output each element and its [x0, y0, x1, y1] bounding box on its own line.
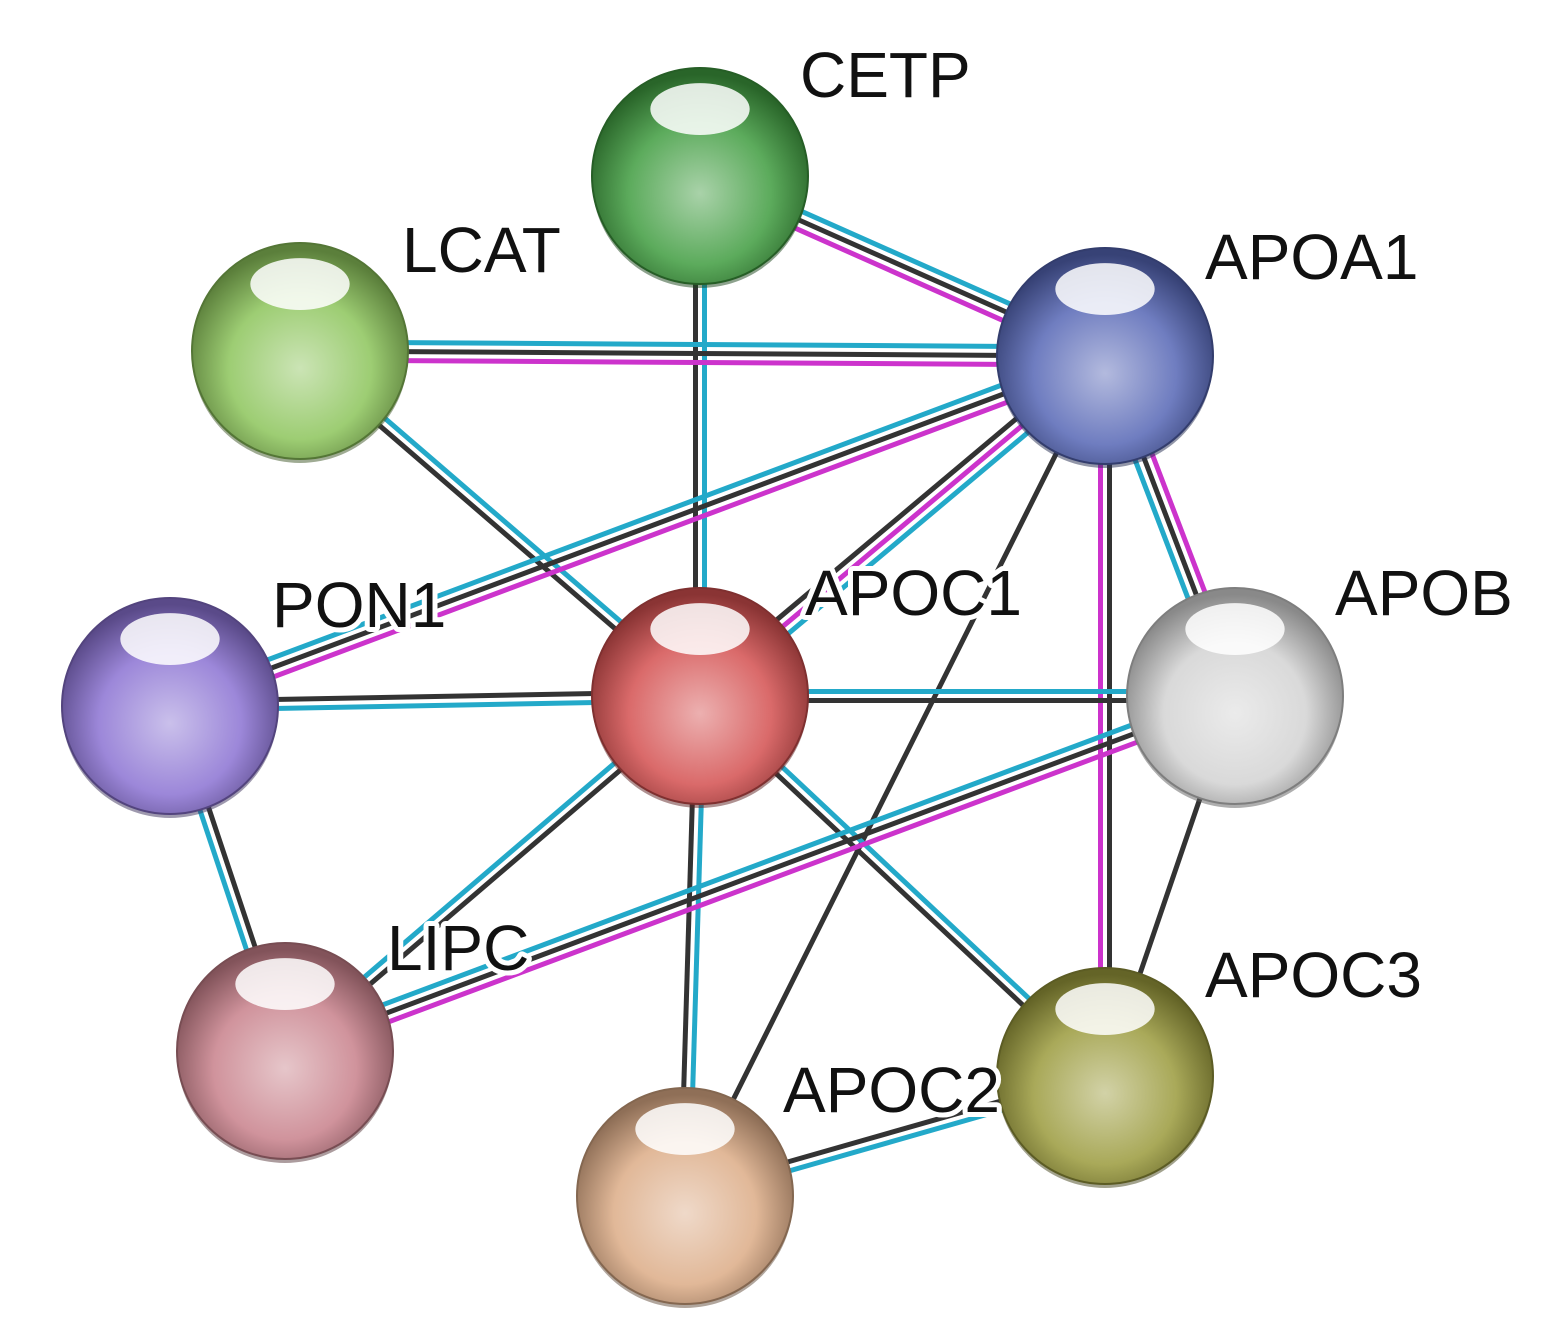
edge-line-magenta — [287, 702, 1240, 1062]
node-apoc2[interactable] — [576, 1087, 794, 1308]
edge-apoa1-pon1 — [165, 345, 1110, 717]
edge-line-cyan — [165, 345, 1103, 700]
label-apoa1: APOA1 — [1205, 221, 1418, 293]
label-apoc3: APOC3 — [1205, 939, 1422, 1011]
nodes-layer — [61, 67, 1344, 1308]
node-highlight — [1185, 603, 1285, 655]
node-highlight — [635, 1103, 735, 1155]
node-highlight — [235, 958, 335, 1010]
node-highlight — [250, 258, 350, 310]
node-apoa1[interactable] — [996, 247, 1214, 468]
label-cetp: CETP — [800, 39, 971, 111]
edge-apob-lipc — [280, 685, 1240, 1062]
label-lcat: LCAT — [402, 214, 561, 286]
node-sphere — [176, 942, 394, 1160]
node-pon1[interactable] — [61, 597, 279, 818]
edge-line-black — [169, 353, 1106, 709]
node-apoc1[interactable] — [591, 587, 809, 808]
edge-apoa1-apoc3 — [1098, 356, 1112, 1076]
label-pon1: PON1 — [272, 569, 446, 641]
node-sphere — [61, 597, 279, 815]
node-sphere — [191, 242, 409, 460]
node-highlight — [1055, 263, 1155, 315]
node-apoc3[interactable] — [996, 967, 1214, 1188]
node-highlight — [1055, 983, 1155, 1035]
node-highlight — [120, 613, 220, 665]
node-highlight — [650, 83, 750, 135]
node-lipc[interactable] — [176, 942, 394, 1163]
edge-line-cyan — [280, 685, 1233, 1045]
edge-line-cyan — [300, 339, 1106, 350]
node-cetp[interactable] — [591, 67, 809, 288]
node-sphere — [996, 247, 1214, 465]
label-lipc: LIPC — [387, 912, 529, 984]
edge-line-magenta — [299, 357, 1105, 368]
node-sphere — [576, 1087, 794, 1305]
node-sphere — [591, 67, 809, 285]
node-sphere — [996, 967, 1214, 1185]
edge-line-black — [284, 693, 1236, 1054]
node-sphere — [591, 587, 809, 805]
label-apob: APOB — [1335, 557, 1513, 629]
label-apoc2: APOC2 — [783, 1054, 1000, 1126]
edge-line-magenta — [172, 362, 1110, 717]
label-apoc1: APOC1 — [805, 557, 1022, 629]
edge-lcat-apoa1 — [299, 339, 1106, 368]
edge-apoa1-apoc2 — [682, 354, 1108, 1198]
node-sphere — [1126, 587, 1344, 805]
edge-line-black — [299, 348, 1106, 359]
node-lcat[interactable] — [191, 242, 409, 463]
node-highlight — [650, 603, 750, 655]
node-apob[interactable] — [1126, 587, 1344, 808]
edge-line-black — [682, 354, 1108, 1198]
